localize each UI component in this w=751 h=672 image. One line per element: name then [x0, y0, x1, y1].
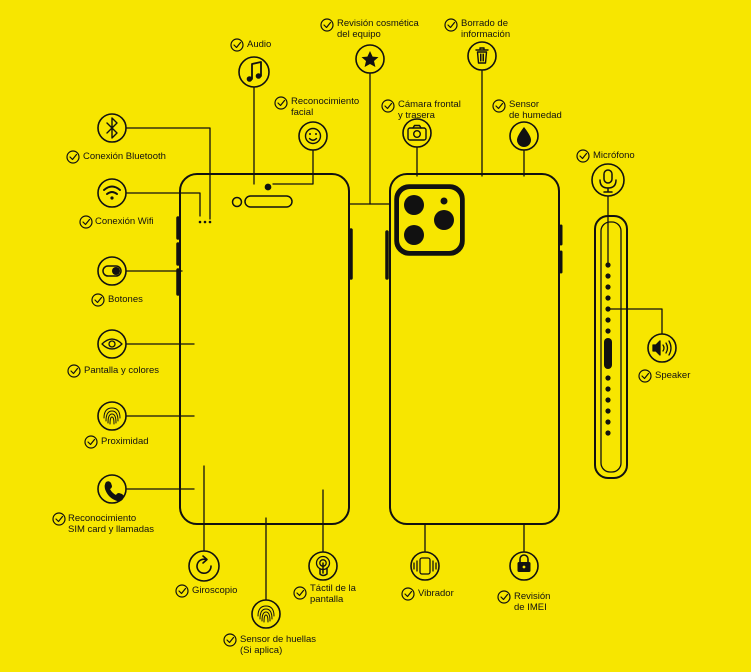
vibration-icon [413, 557, 437, 575]
eye-icon [101, 338, 123, 350]
check-icon [444, 18, 458, 32]
check-icon [66, 150, 80, 164]
label-huellas: Sensor de huellas (Si aplica) [240, 634, 317, 656]
check-icon [401, 587, 415, 601]
rotate-icon [196, 555, 212, 574]
bluetooth-icon [106, 117, 118, 139]
phone-back [385, 173, 563, 525]
check-icon [84, 435, 98, 449]
label-giroscopio: Giroscopio [192, 585, 238, 596]
icon-circles [97, 41, 677, 629]
phone-icon [104, 481, 124, 502]
check-icon [492, 99, 506, 113]
touch-icon [315, 555, 331, 577]
check-icon [230, 38, 244, 52]
check-icon [91, 293, 105, 307]
label-proximidad: Proximidad [101, 436, 149, 447]
label-wifi: Conexión Wifi [95, 216, 154, 227]
fingerprint-icon [103, 407, 121, 425]
label-vibrador: Vibrador [418, 588, 454, 599]
check-icon [67, 364, 81, 378]
star-icon [361, 51, 379, 67]
check-icon [320, 18, 334, 32]
label-pantalla: Pantalla y colores [84, 365, 159, 376]
label-sim: Reconocimiento SIM card y llamadas [68, 513, 155, 535]
check-icon [638, 369, 652, 383]
label-botones: Botones [108, 294, 143, 305]
check-icon [223, 633, 237, 647]
label-cosmetica: Revisión cosmética del equipo [337, 18, 419, 40]
connector-lines [125, 69, 663, 601]
label-borrado: Borrado de información [461, 18, 511, 40]
fingerprint-sensor-icon [257, 605, 275, 623]
lock-icon [517, 554, 531, 572]
check-icon [274, 96, 288, 110]
check-icon [79, 215, 93, 229]
speaker-icon [652, 340, 672, 356]
check-icon [381, 99, 395, 113]
label-audio: Audio [247, 39, 272, 50]
label-imei: Revisión de IMEI [514, 591, 551, 613]
label-humedad: Sensor de humedad [509, 99, 562, 121]
check-icon [497, 590, 511, 604]
label-facial: Reconocimiento facial [291, 96, 360, 118]
wifi-icon [103, 185, 121, 200]
label-speaker: Speaker [655, 370, 691, 381]
check-icons [52, 18, 652, 647]
label-tactil: Táctil de la pantalla [310, 583, 356, 605]
trash-icon [475, 47, 489, 64]
check-icon [52, 512, 66, 526]
check-icon [175, 584, 189, 598]
microphone-icon [599, 169, 617, 193]
label-microfono: Micrófono [593, 150, 635, 161]
check-icon [576, 149, 590, 163]
phone-bottom-view [594, 215, 628, 479]
music-note-icon [246, 61, 262, 82]
check-icon [293, 586, 307, 600]
phone-front [176, 173, 353, 525]
label-bluetooth: Conexión Bluetooth [83, 151, 166, 162]
toggle-icon [102, 265, 122, 277]
camera-icon [407, 124, 427, 141]
face-icon [304, 127, 322, 145]
drop-icon [517, 127, 531, 147]
label-camara: Cámara frontal y trasera [398, 99, 461, 121]
